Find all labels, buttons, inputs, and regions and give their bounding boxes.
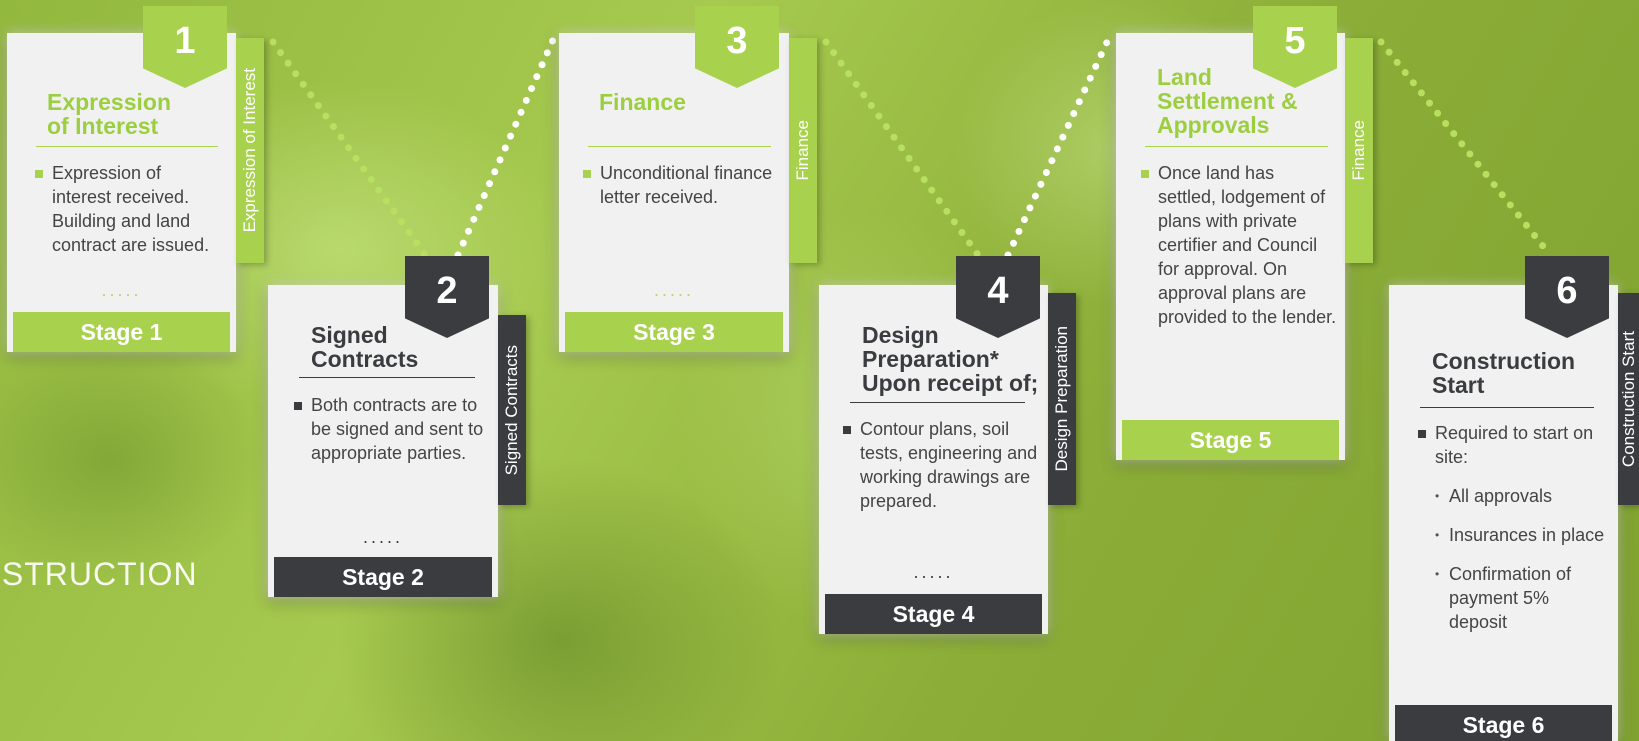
connector-3-4	[822, 38, 982, 259]
bullet-text: Required to start on site:	[1435, 423, 1594, 467]
tab-label: Signed Contracts	[502, 344, 521, 476]
title-line: Design	[862, 322, 939, 348]
title-line: Signed	[311, 322, 388, 348]
sub-bullet-item: Insurances in place	[1435, 523, 1608, 547]
title-rule	[1420, 407, 1594, 408]
bullet-item: Contour plans, soil tests, engineering a…	[843, 417, 1038, 513]
title-rule	[299, 377, 475, 378]
tab-label: Finance	[1349, 120, 1368, 181]
stage-number-badge: 1	[143, 6, 227, 88]
title-line: Expression	[47, 89, 171, 115]
title-rule	[588, 146, 771, 147]
connector-4-5	[1004, 36, 1112, 259]
stage-footer: Stage 4	[825, 594, 1042, 634]
title-line: Contracts	[311, 346, 419, 372]
dots-separator: .....	[913, 562, 954, 582]
bullet-item: Once land has settled, lodgement of plan…	[1141, 161, 1337, 329]
tab-label: Construction Start	[1618, 330, 1638, 468]
stage-side-tab: Expression of Interest	[236, 38, 264, 263]
stage-title: Finance	[599, 90, 686, 114]
stage-side-tab: Signed Contracts	[498, 315, 526, 505]
stage-number-badge: 6	[1525, 256, 1609, 338]
stage-number-badge: 3	[695, 6, 779, 88]
stage-side-tab: Construction Start	[1618, 293, 1639, 505]
bullet-list: Expression of interest received. Buildin…	[35, 161, 225, 257]
title-line: Start	[1432, 372, 1485, 398]
dots-separator: .....	[362, 527, 403, 547]
bullet-item: Expression of interest received. Buildin…	[35, 161, 225, 257]
connector-1-2	[269, 38, 429, 259]
bullet-item: Required to start on site: All approvals…	[1418, 421, 1608, 634]
title-line: Preparation*	[862, 346, 999, 372]
bullet-list: Unconditional finance letter received.	[583, 161, 773, 209]
stage-footer: Stage 6	[1395, 705, 1612, 741]
connector-5-6	[1377, 38, 1554, 259]
tab-label: Design Preparation	[1052, 326, 1071, 472]
stage-side-tab: Design Preparation	[1048, 293, 1076, 505]
title-line: Settlement &	[1157, 88, 1298, 114]
side-heading: ISTRUCTION	[0, 556, 198, 592]
connector-2-3	[454, 36, 557, 259]
tab-label: Finance	[793, 120, 812, 181]
tab-label: Expression of Interest	[240, 68, 259, 233]
title-line: Upon receipt of;	[862, 370, 1039, 396]
bullet-list: Contour plans, soil tests, engineering a…	[843, 417, 1038, 513]
stage-side-tab: Finance	[789, 38, 817, 263]
bullet-item: Unconditional finance letter received.	[583, 161, 773, 209]
bullet-list: Both contracts are to be signed and sent…	[294, 393, 486, 465]
stage-footer: Stage 5	[1122, 420, 1339, 460]
title-rule	[850, 402, 1025, 403]
stage-side-tab: Finance	[1345, 38, 1373, 263]
title-line: Construction	[1432, 348, 1576, 374]
dots-separator: .....	[653, 280, 694, 300]
bullet-item: Both contracts are to be signed and sent…	[294, 393, 486, 465]
title-rule	[36, 146, 218, 147]
sub-bullet-list: All approvals Insurances in place Confir…	[1435, 484, 1608, 634]
dots-separator: .....	[101, 280, 142, 300]
stage-footer: Stage 2	[274, 557, 492, 597]
sub-bullet-item: All approvals	[1435, 484, 1608, 508]
stage-footer: Stage 1	[13, 312, 230, 352]
title-rule	[1145, 146, 1328, 147]
sub-bullet-item: Confirmation of payment 5% deposit	[1435, 562, 1608, 634]
stage-footer: Stage 3	[565, 312, 783, 352]
title-line: Finance	[599, 89, 686, 115]
title-line: of Interest	[47, 113, 159, 139]
bullet-list: Required to start on site: All approvals…	[1418, 421, 1608, 634]
stage-number-badge: 5	[1253, 6, 1337, 88]
stage-card-3: Finance Unconditional finance letter rec…	[559, 33, 789, 352]
title-line: Land	[1157, 64, 1212, 90]
stage-number-badge: 2	[405, 256, 489, 338]
bullet-list: Once land has settled, lodgement of plan…	[1141, 161, 1337, 329]
title-line: Approvals	[1157, 112, 1270, 138]
stage-number-badge: 4	[956, 256, 1040, 338]
